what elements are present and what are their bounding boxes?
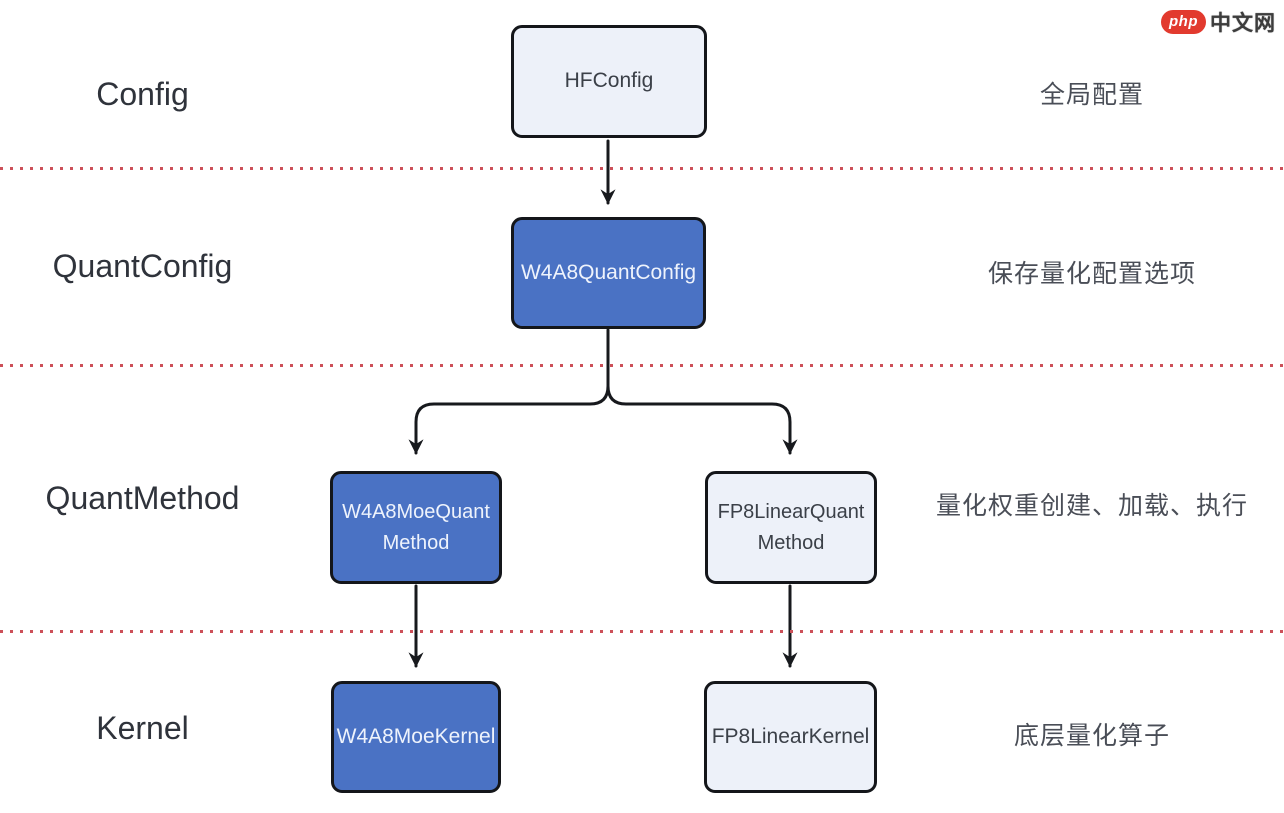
site-logo: php 中文网 [1161,7,1276,37]
row-description-quantconfig: 保存量化配置选项 [987,260,1196,288]
node-hfconfig: HFConfig [511,25,707,138]
node-fp8linearkernel-label: FP8LinearKernel [711,724,870,748]
row-description-config: 全局配置 [1039,81,1144,109]
node-fp8linearquantmethod-label-line2: Method [757,531,825,554]
node-w4a8quantconfig: W4A8QuantConfig [511,217,706,329]
node-w4a8moequantmethod-label-line1: W4A8MoeQuant [342,500,490,523]
divider-quantmethod-kernel [0,630,1284,633]
divider-quantconfig-quantmethod [0,364,1284,367]
node-w4a8moekernel: W4A8MoeKernel [331,681,501,793]
row-label-quantconfig: QuantConfig [52,248,233,284]
edge-quantconfig-to-moequantmethod [408,328,610,455]
node-fp8linearquantmethod: FP8LinearQuant Method [705,471,877,584]
row-description-quantmethod: 量化权重创建、加载、执行 [935,492,1248,520]
row-description-kernel: 底层量化算子 [1013,722,1170,750]
site-logo-text: 中文网 [1210,12,1276,35]
row-label-kernel: Kernel [96,710,189,746]
node-w4a8moequantmethod: W4A8MoeQuant Method [330,471,502,584]
row-label-quantmethod: QuantMethod [45,480,240,516]
node-hfconfig-label: HFConfig [564,69,654,93]
node-w4a8moequantmethod-label-line2: Method [382,531,450,554]
node-w4a8moekernel-label: W4A8MoeKernel [336,724,496,748]
node-fp8linearquantmethod-label-line1: FP8LinearQuant [717,500,865,523]
edge-quantconfig-to-fp8quantmethod [606,384,798,455]
php-logo-icon: php [1161,10,1206,34]
row-label-config: Config [96,76,189,112]
node-fp8linearkernel: FP8LinearKernel [704,681,877,793]
node-w4a8quantconfig-label: W4A8QuantConfig [520,260,697,284]
divider-config-quantconfig [0,167,1284,170]
